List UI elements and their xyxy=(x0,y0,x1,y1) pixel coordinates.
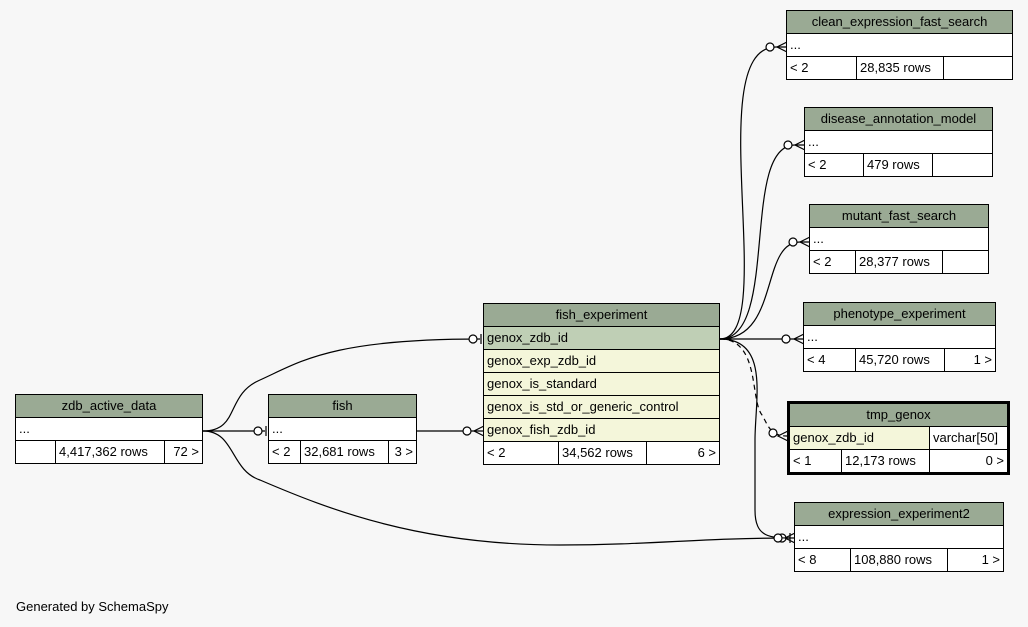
table-footer: < 2 28,377 rows xyxy=(810,251,988,273)
table-zdb-active-data[interactable]: zdb_active_data ... 4,417,362 rows 72 > xyxy=(15,394,203,464)
column-genox-zdb-id-row: genox_zdb_id varchar[50] xyxy=(790,427,1007,450)
table-title: clean_expression_fast_search xyxy=(787,11,1012,34)
parents-count: < 1 xyxy=(790,450,842,472)
children-count: 6 > xyxy=(697,445,716,460)
table-footer: < 2 34,562 rows 6 > xyxy=(484,442,719,464)
table-title: tmp_genox xyxy=(790,404,1007,427)
table-title: zdb_active_data xyxy=(16,395,202,418)
edge-fe-to-tmp-genox-circle xyxy=(768,428,778,438)
parents-count: < 4 xyxy=(804,349,856,371)
children-count: 0 > xyxy=(985,453,1004,468)
edge-fe-to-tmp-genox-crow xyxy=(776,430,789,442)
table-row: ... xyxy=(810,228,988,251)
table-mutant-fast-search[interactable]: mutant_fast_search ... < 2 28,377 rows xyxy=(809,204,989,274)
table-footer: < 8 108,880 rows 1 > xyxy=(795,549,1003,571)
edge-fe-to-expression-experiment2-crow xyxy=(783,532,796,544)
table-title: fish xyxy=(269,395,416,418)
row-count: 28,835 rows xyxy=(857,57,944,79)
children-count: 72 > xyxy=(173,444,199,459)
edge-zdb-to-expression-experiment2 xyxy=(202,430,791,546)
children-count xyxy=(933,154,992,176)
row-count: 108,880 rows xyxy=(851,549,948,571)
row-count: 479 rows xyxy=(864,154,933,176)
table-row: ... xyxy=(787,34,1012,57)
parents-count: < 2 xyxy=(787,57,857,79)
edge-fe-to-phenotype-experiment-crow xyxy=(792,333,805,345)
table-title: mutant_fast_search xyxy=(810,205,988,228)
edge-fe-to-mutant-fast-search-crow xyxy=(798,236,811,248)
column-name: genox_zdb_id xyxy=(790,427,930,449)
row-count: 12,173 rows xyxy=(842,450,930,472)
table-footer: < 4 45,720 rows 1 > xyxy=(804,349,995,371)
column-genox-zdb-id: genox_zdb_id xyxy=(484,327,719,350)
generated-by-label: Generated by SchemaSpy xyxy=(16,599,169,614)
edge-fe-to-disease-annotation xyxy=(719,144,804,340)
children-count: 1 > xyxy=(981,552,1000,567)
children-count xyxy=(943,251,988,273)
table-row: ... xyxy=(269,418,416,441)
edge-fe-to-phenotype-experiment-circle xyxy=(781,334,791,344)
column-genox-fish-zdb-id: genox_fish_zdb_id xyxy=(484,419,719,442)
edge-fe-to-expression-experiment2-circle xyxy=(773,533,783,543)
parents-count: < 2 xyxy=(805,154,864,176)
edge-fish-to-fish-experiment-crow xyxy=(472,425,485,437)
table-footer: 4,417,362 rows 72 > xyxy=(16,441,202,463)
table-title: expression_experiment2 xyxy=(795,503,1003,526)
edge-zdb-to-fish-experiment xyxy=(202,338,481,432)
table-phenotype-experiment[interactable]: phenotype_experiment ... < 4 45,720 rows… xyxy=(803,302,996,372)
edge-fe-to-tmp-genox xyxy=(719,338,788,437)
edge-zdb-to-fish-experiment-circle xyxy=(468,334,478,344)
children-count: 3 > xyxy=(394,444,413,459)
edge-fish-to-fish-experiment-circle xyxy=(462,426,472,436)
row-count: 32,681 rows xyxy=(301,441,389,463)
edge-fe-to-expression-experiment2 xyxy=(719,338,795,539)
parents-count: < 2 xyxy=(484,442,559,464)
column-genox-is-standard: genox_is_standard xyxy=(484,373,719,396)
children-count xyxy=(944,57,1012,79)
table-title: phenotype_experiment xyxy=(804,303,995,326)
row-count: 28,377 rows xyxy=(856,251,943,273)
parents-count: < 8 xyxy=(795,549,851,571)
table-footer: < 2 32,681 rows 3 > xyxy=(269,441,416,463)
row-count: 4,417,362 rows xyxy=(56,441,165,463)
table-row: ... xyxy=(795,526,1003,549)
edge-fe-to-clean-expression xyxy=(719,46,786,340)
table-row: ... xyxy=(16,418,202,441)
edge-fe-to-disease-annotation-crow xyxy=(793,139,806,151)
table-title: disease_annotation_model xyxy=(805,108,992,131)
table-footer: < 1 12,173 rows 0 > xyxy=(790,450,1007,472)
parents-count xyxy=(16,441,56,463)
table-footer: < 2 479 rows xyxy=(805,154,992,176)
table-footer: < 2 28,835 rows xyxy=(787,57,1012,79)
edge-fe-to-clean-expression-circle xyxy=(765,42,775,52)
table-expression-experiment2[interactable]: expression_experiment2 ... < 8 108,880 r… xyxy=(794,502,1004,572)
table-clean-expression-fast-search[interactable]: clean_expression_fast_search ... < 2 28,… xyxy=(786,10,1013,80)
table-row: ... xyxy=(804,326,995,349)
table-tmp-genox[interactable]: tmp_genox genox_zdb_id varchar[50] < 1 1… xyxy=(787,401,1010,475)
table-row: ... xyxy=(805,131,992,154)
edge-fe-to-disease-annotation-circle xyxy=(783,140,793,150)
parents-count: < 2 xyxy=(269,441,301,463)
column-genox-exp-zdb-id: genox_exp_zdb_id xyxy=(484,350,719,373)
column-type: varchar[50] xyxy=(933,430,999,445)
table-title: fish_experiment xyxy=(484,304,719,327)
row-count: 34,562 rows xyxy=(559,442,647,464)
children-count: 1 > xyxy=(973,352,992,367)
edge-fe-to-mutant-fast-search xyxy=(719,241,809,340)
table-fish[interactable]: fish ... < 2 32,681 rows 3 > xyxy=(268,394,417,464)
table-fish-experiment[interactable]: fish_experiment genox_zdb_id genox_exp_z… xyxy=(483,303,720,465)
column-genox-is-std-or-generic-control: genox_is_std_or_generic_control xyxy=(484,396,719,419)
edge-fe-to-mutant-fast-search-circle xyxy=(788,237,798,247)
edge-zdb-to-fish-circle xyxy=(253,426,263,436)
table-disease-annotation-model[interactable]: disease_annotation_model ... < 2 479 row… xyxy=(804,107,993,177)
edge-fe-to-clean-expression-crow xyxy=(775,41,788,53)
parents-count: < 2 xyxy=(810,251,856,273)
row-count: 45,720 rows xyxy=(856,349,945,371)
